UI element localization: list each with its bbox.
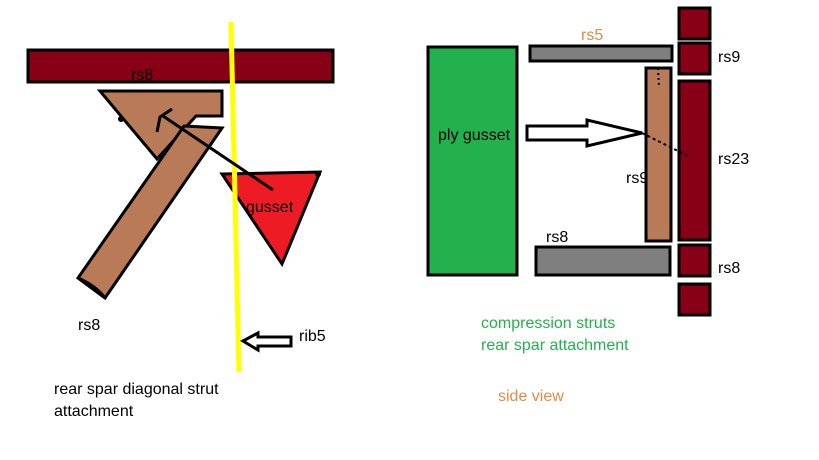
spar-block-rs8 xyxy=(677,243,712,278)
block-rs8-label: rs8 xyxy=(718,260,740,277)
gusset-arrowhead xyxy=(155,107,173,133)
vertical-rs9 xyxy=(644,66,673,243)
ply-gusset-arrow xyxy=(525,118,643,148)
spar-block-rs9 xyxy=(677,41,712,76)
rs5-label: rs5 xyxy=(581,27,603,44)
ply-gusset xyxy=(426,45,519,277)
marker-dot xyxy=(118,116,124,122)
rs5-strut xyxy=(528,44,674,63)
vertical-rs9-label: rs9 xyxy=(626,170,648,187)
top-spar-label: rs8 xyxy=(131,67,153,84)
rib5-line xyxy=(228,21,242,373)
strut-label: rs8 xyxy=(78,317,100,334)
spar-block xyxy=(677,6,712,41)
rs8-strut-label: rs8 xyxy=(546,229,568,246)
rs8-strut xyxy=(534,245,672,277)
rear-spar-bar xyxy=(26,48,335,84)
block-rs9-label: rs9 xyxy=(718,49,740,66)
left-caption-line1: rear spar diagonal strut xyxy=(54,381,219,398)
right-caption-line1: compression struts xyxy=(481,315,615,332)
strut-end-curve xyxy=(77,276,107,299)
gusset-label: gusset xyxy=(246,199,294,216)
triangular-strut-piece xyxy=(96,89,224,162)
rs23-leader xyxy=(641,132,691,158)
rib-label: rib5 xyxy=(299,328,326,345)
rs9-leader xyxy=(657,67,660,89)
ply-gusset-label: ply gusset xyxy=(438,127,511,144)
rs23-label: rs23 xyxy=(718,151,749,168)
left-caption-line2: attachment xyxy=(54,403,134,420)
marker-dot xyxy=(315,171,321,177)
rib5-pointer-arrow xyxy=(239,330,293,353)
side-view-label: side view xyxy=(498,388,564,405)
rs23-spar xyxy=(677,79,712,242)
right-caption-line2: rear spar attachment xyxy=(481,337,629,354)
right-view: rs5 ply gusset rs9 rs9 rs23 rs8 rs8 comp… xyxy=(426,6,749,405)
left-view: rs8 gusset rs8 rib5 rear spar diagonal s… xyxy=(26,21,335,420)
gusset-pointer-arrow xyxy=(162,114,274,192)
red-gusset xyxy=(219,170,323,268)
spar-block xyxy=(677,282,712,317)
